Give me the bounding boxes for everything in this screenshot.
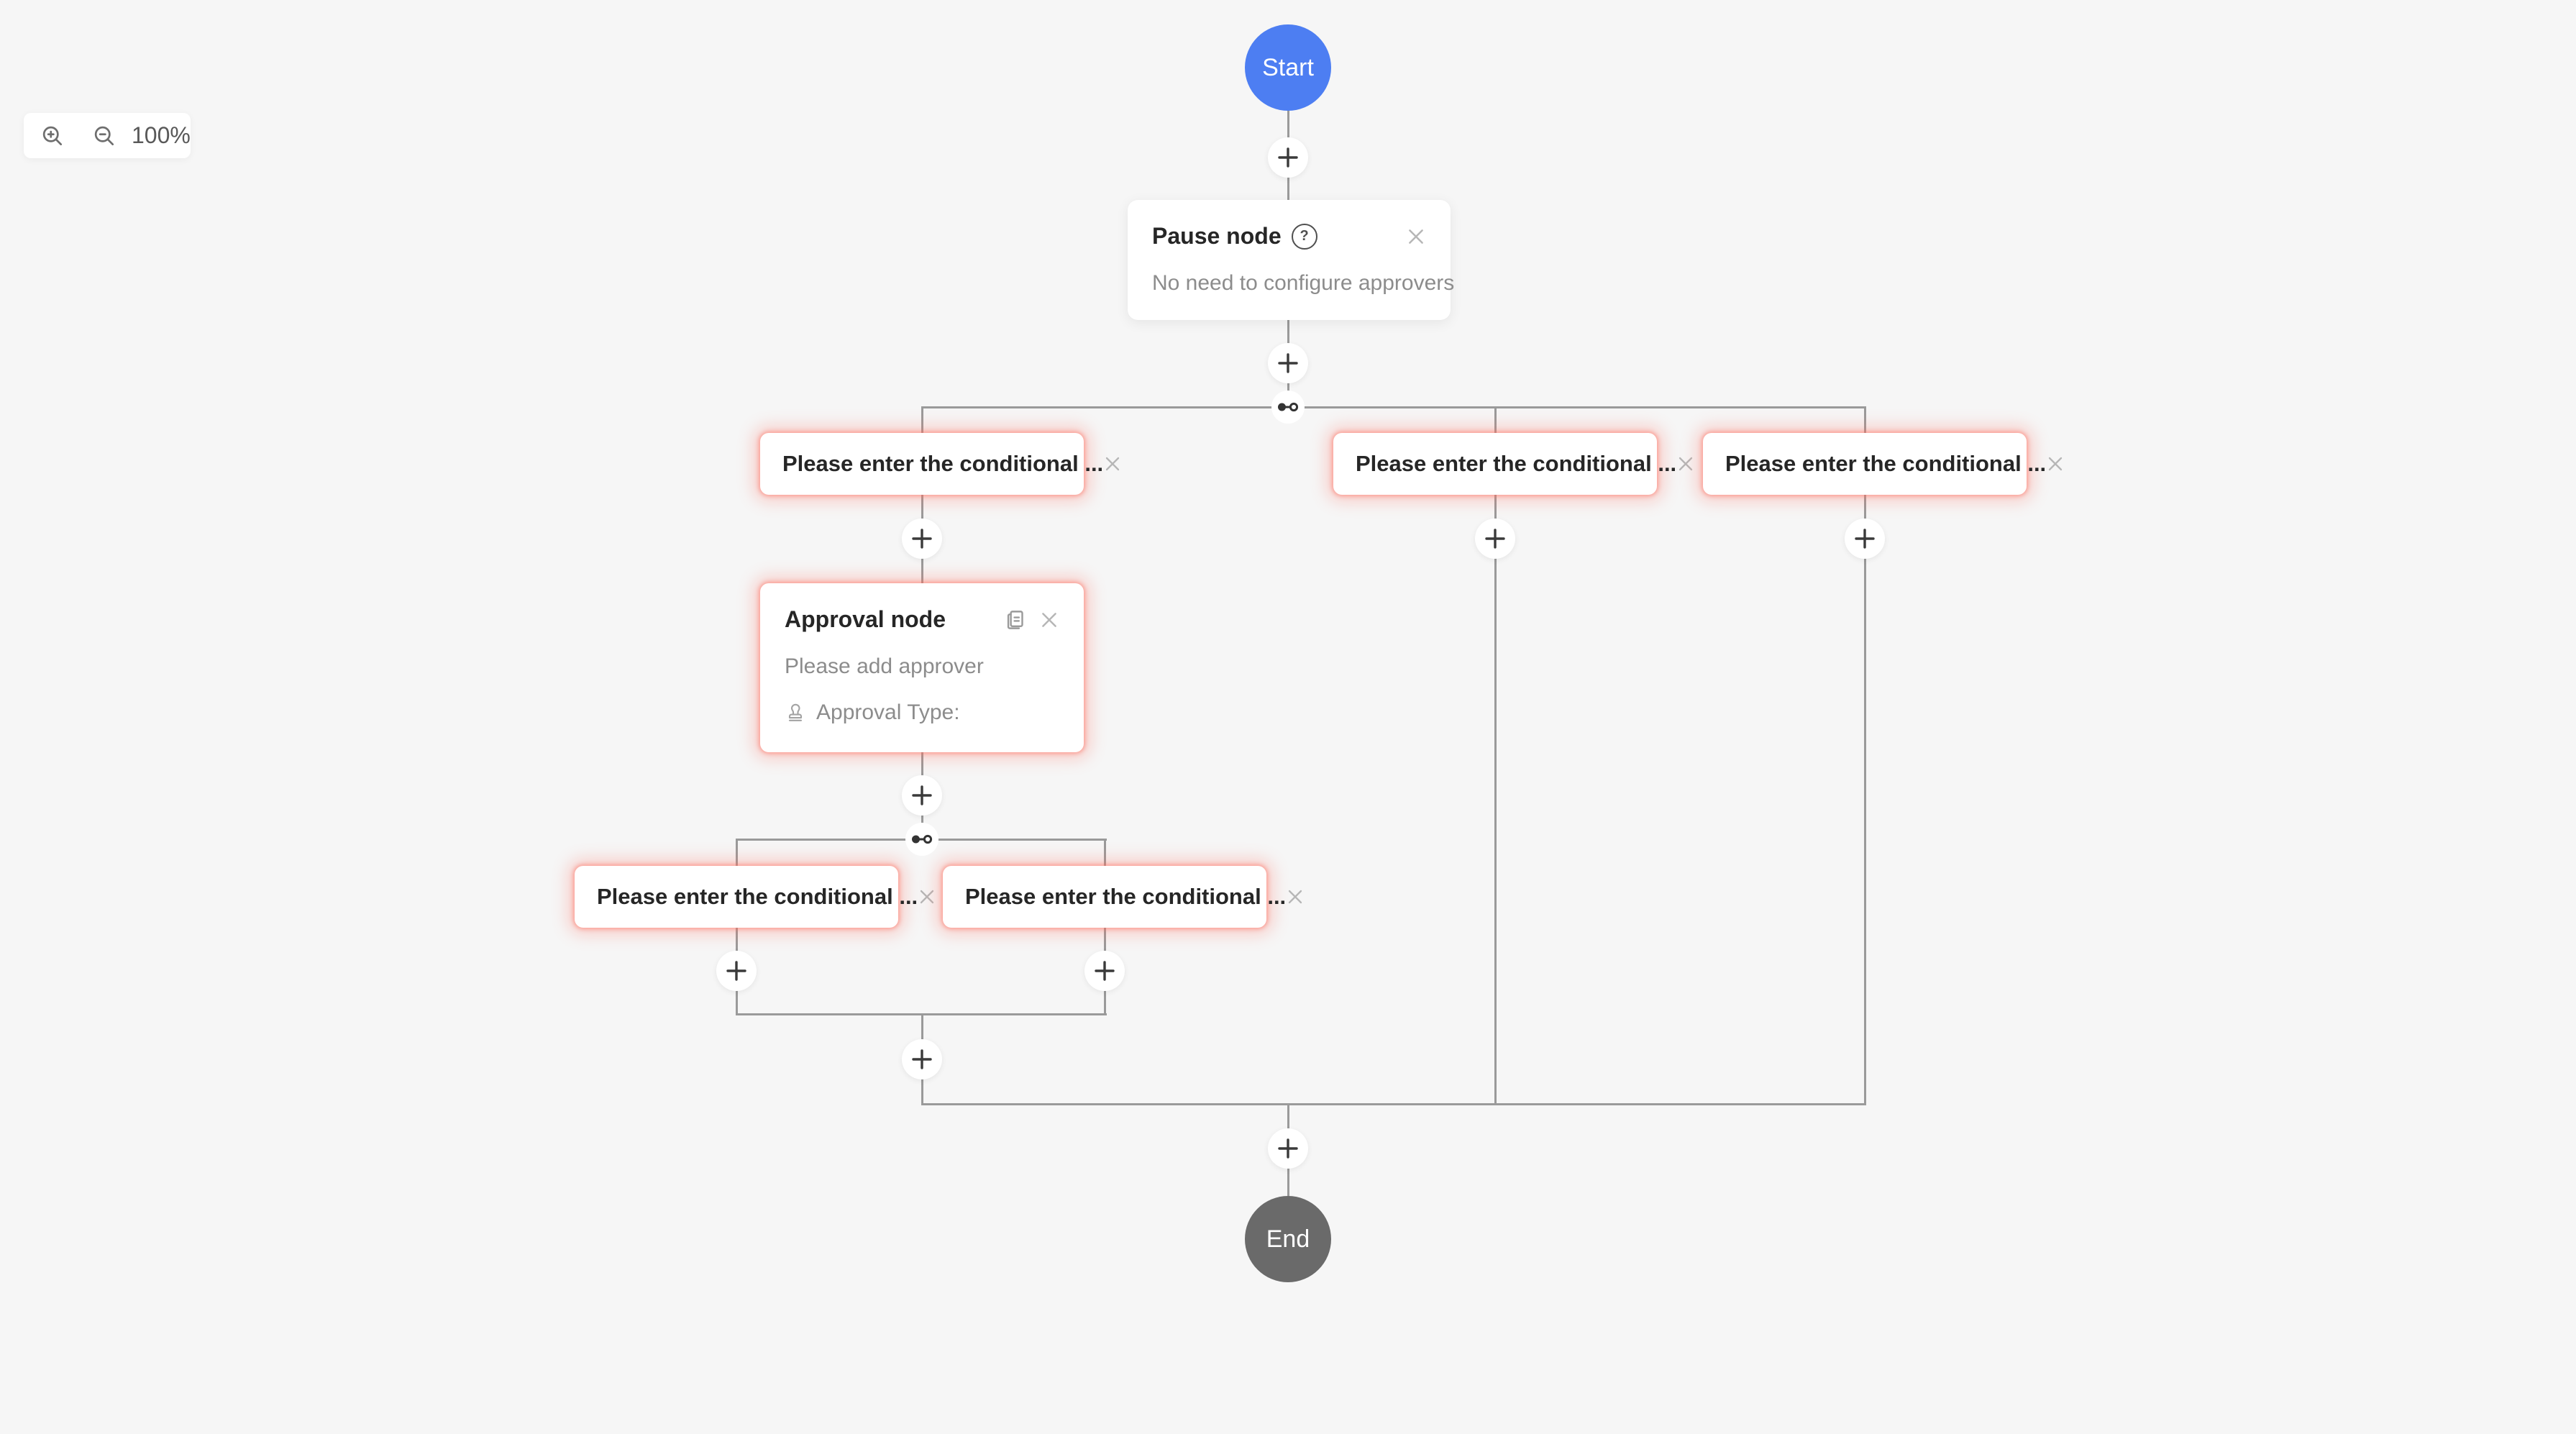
copy-node-button[interactable] [1003,608,1028,632]
approval-node-close-button[interactable] [1039,610,1059,630]
start-node[interactable]: Start [1245,24,1331,111]
close-icon [1679,457,1693,471]
add-node-button-branch-a[interactable] [902,519,942,559]
condition-label: Please enter the conditional ... [1725,451,2047,476]
approval-node-card[interactable]: Approval node Please add approver [760,583,1084,752]
condition-close-button[interactable] [1103,455,1122,473]
add-node-button-branch-b[interactable] [1475,519,1515,559]
condition-card-1[interactable]: Please enter the conditional ... [760,433,1120,495]
branch-line-top [921,406,1866,408]
pause-node-close-button[interactable] [1406,227,1426,247]
copy-document-icon [1007,610,1023,629]
condition-close-button[interactable] [918,887,936,906]
plus-icon [726,961,746,981]
branch-split-badge-2[interactable] [905,823,938,856]
plus-icon [1095,961,1115,981]
add-node-button-after-subbranch-merge[interactable] [902,1039,942,1079]
plus-icon [1485,529,1505,549]
edge-branch-c [1864,407,1866,1105]
condition-card-5[interactable]: Please enter the conditional ... [943,866,1302,928]
condition-label: Please enter the conditional ... [1356,451,1677,476]
condition-label: Please enter the conditional ... [782,451,1104,476]
zoom-out-button[interactable] [91,123,117,149]
add-node-button-before-end[interactable] [1268,1128,1308,1169]
condition-close-button[interactable] [1286,887,1305,906]
condition-close-button[interactable] [1676,455,1695,473]
condition-split-icon [912,834,933,844]
approval-node-description: Please add approver [785,654,984,678]
approval-node-title: Approval node [785,606,946,632]
end-node: End [1245,1196,1331,1282]
condition-card-4[interactable]: Please enter the conditional ... [575,866,934,928]
condition-card-2[interactable]: Please enter the conditional ... [1333,433,1693,495]
plus-icon [912,785,932,805]
condition-close-button[interactable] [2046,455,2065,473]
help-circle-icon[interactable]: ? [1291,223,1317,250]
close-icon [921,890,934,904]
plus-icon [912,529,932,549]
add-node-button-subbranch-left[interactable] [716,951,757,991]
close-icon [1289,890,1302,904]
close-icon [2049,457,2063,471]
zoom-in-icon [42,126,63,145]
branch-line-bottom [921,1103,1866,1105]
close-icon [1409,229,1423,244]
condition-label: Please enter the conditional ... [597,884,918,909]
plus-icon [912,1049,932,1069]
end-node-label: End [1266,1225,1310,1253]
condition-split-icon [1278,402,1299,412]
zoom-out-icon [94,126,114,145]
zoom-toolbar: 100% [24,113,191,158]
pause-node-title: Pause node [1152,223,1282,249]
branch-split-badge-1[interactable] [1271,391,1305,424]
approval-type-label: Approval Type: [816,700,960,724]
edge-branch-b [1494,407,1497,1105]
approval-stamp-icon [788,703,803,721]
zoom-level-label: 100% [132,122,191,148]
close-icon [1106,457,1120,471]
start-node-label: Start [1262,53,1314,81]
condition-card-3[interactable]: Please enter the conditional ... [1703,433,2063,495]
pause-node-card[interactable]: Pause node ? No need to configure approv… [1128,200,1455,320]
plus-icon [1278,1138,1298,1159]
plus-icon [1278,353,1298,373]
plus-icon [1855,529,1875,549]
add-node-button-branch-c[interactable] [1845,519,1885,559]
edge-branch-a-upper [921,407,923,585]
add-node-button-after-approval[interactable] [902,775,942,816]
pause-node-description: No need to configure approvers [1152,271,1455,295]
zoom-in-button[interactable] [40,123,65,149]
add-node-button-after-start[interactable] [1268,137,1308,178]
add-node-button-subbranch-right[interactable] [1084,951,1125,991]
add-node-button-after-pause[interactable] [1268,343,1308,383]
close-icon [1042,612,1056,627]
plus-icon [1278,147,1298,168]
condition-label: Please enter the conditional ... [965,884,1287,909]
